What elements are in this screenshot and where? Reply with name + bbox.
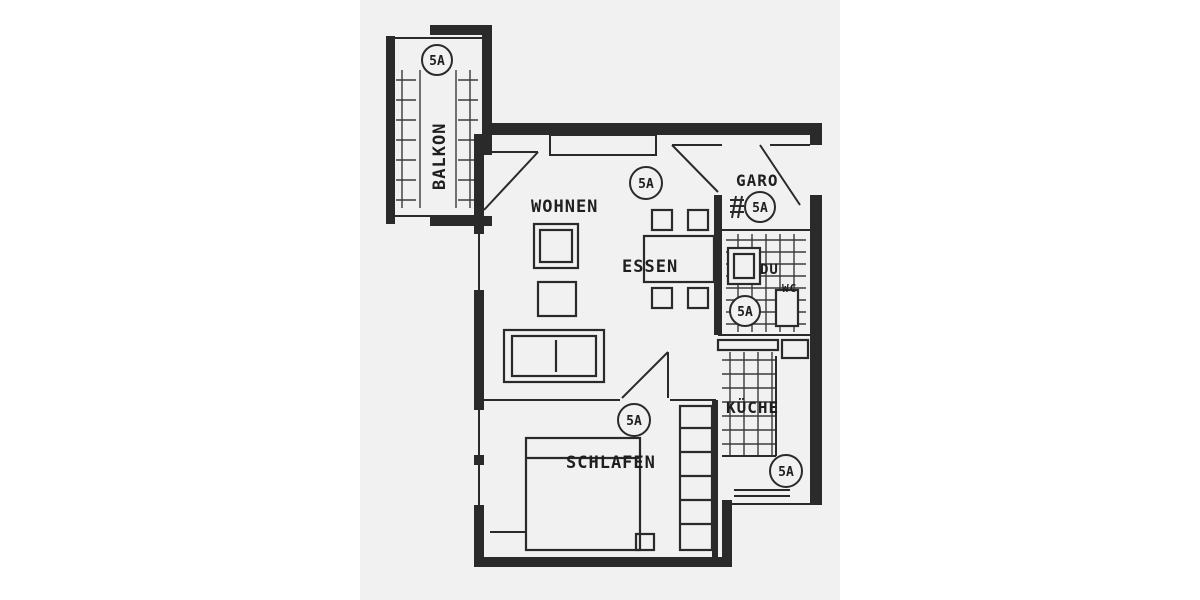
wall-right-lower <box>722 500 732 567</box>
bathroom: DU WC 5A <box>726 234 806 332</box>
wardrobe <box>678 404 714 552</box>
living-marker-circle <box>629 166 663 200</box>
balcony-wall-top <box>430 25 492 35</box>
bedroom-marker-circle <box>617 403 651 437</box>
balcony-wall-left <box>386 36 395 224</box>
kitchen: KÜCHE 5A <box>716 338 810 497</box>
wall-left-lower <box>474 505 484 567</box>
outer-walls <box>474 123 822 567</box>
nightstand <box>634 532 656 552</box>
wc-label: WC <box>782 282 797 295</box>
bedroom: SCHLAFEN 5A <box>490 403 714 552</box>
wall-top <box>482 123 822 135</box>
kitchen-marker-circle <box>769 454 803 488</box>
chair <box>686 208 710 232</box>
balcony-marker: 5A <box>429 54 445 69</box>
wall-right <box>810 195 822 505</box>
balcony-label: BALKON <box>430 123 450 190</box>
dining-label: ESSEN <box>622 257 678 277</box>
wall-left-upper <box>474 134 484 234</box>
bath-marker: 5A <box>737 305 753 320</box>
kitchen-marker: 5A <box>778 465 794 480</box>
inner-walls <box>483 134 810 560</box>
living-furniture <box>502 208 716 384</box>
garderobe-marker-circle <box>744 191 776 223</box>
chair <box>650 208 674 232</box>
garderobe-marker: 5A <box>752 201 768 216</box>
dining-table <box>642 234 716 284</box>
wall-left-mid <box>474 290 484 402</box>
balcony-marker-circle <box>421 44 453 76</box>
garderobe: GARO 5A <box>730 171 779 223</box>
balcony-tiles <box>396 70 478 208</box>
sofa <box>502 328 606 384</box>
toilet <box>774 288 800 328</box>
coffee-table <box>536 280 578 318</box>
bath-marker-circle <box>729 295 761 327</box>
chair <box>686 286 710 310</box>
wall-bottom <box>474 557 732 567</box>
chair <box>650 286 674 310</box>
garderobe-label: GARO <box>736 171 779 190</box>
balcony: BALKON 5A <box>386 25 492 226</box>
living-marker: 5A <box>638 177 654 192</box>
bedroom-marker: 5A <box>626 414 642 429</box>
balcony-wall-bottom <box>430 216 492 226</box>
bedroom-label: SCHLAFEN <box>566 453 656 473</box>
balcony-wall-right <box>482 25 492 155</box>
living-label: WOHNEN <box>531 197 598 217</box>
kitchen-label: KÜCHE <box>726 398 779 417</box>
du-label: DU <box>760 262 779 278</box>
bed <box>524 436 642 552</box>
armchair <box>532 222 580 270</box>
